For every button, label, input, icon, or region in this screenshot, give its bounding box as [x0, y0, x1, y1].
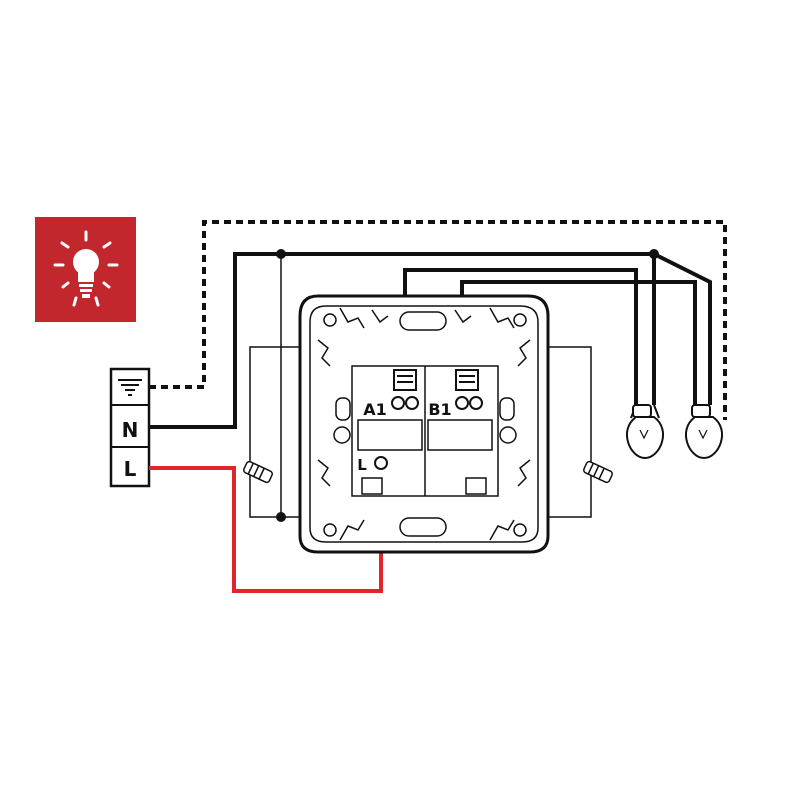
light-bulb-badge [35, 217, 136, 322]
supply-terminal-block: N L [109, 367, 151, 488]
neutral-wire [149, 252, 656, 429]
live-label: L [124, 457, 137, 481]
terminal-l: L [357, 456, 388, 474]
fixing-screw-icon [243, 460, 273, 484]
junction-dot [649, 249, 659, 259]
switch-live-label: L [357, 456, 367, 474]
lamp-bulb-icon [626, 404, 664, 460]
fixing-screw-icon [583, 460, 613, 484]
light-bulb-icon [53, 230, 119, 307]
terminal-block-frame [109, 367, 151, 488]
b1-label: B1 [428, 400, 451, 419]
junction-dot [276, 249, 286, 259]
neutral-label: N [122, 418, 139, 442]
neutral-wire-branch [653, 252, 712, 405]
lamp-bulb-icon [685, 404, 723, 460]
terminal-a1: A1 [363, 369, 419, 419]
switch-mechanism [298, 294, 550, 554]
terminal-b1: B1 [428, 369, 483, 419]
earth-wire [149, 220, 727, 420]
a1-label: A1 [363, 400, 387, 419]
earth-symbol-icon [118, 379, 142, 396]
